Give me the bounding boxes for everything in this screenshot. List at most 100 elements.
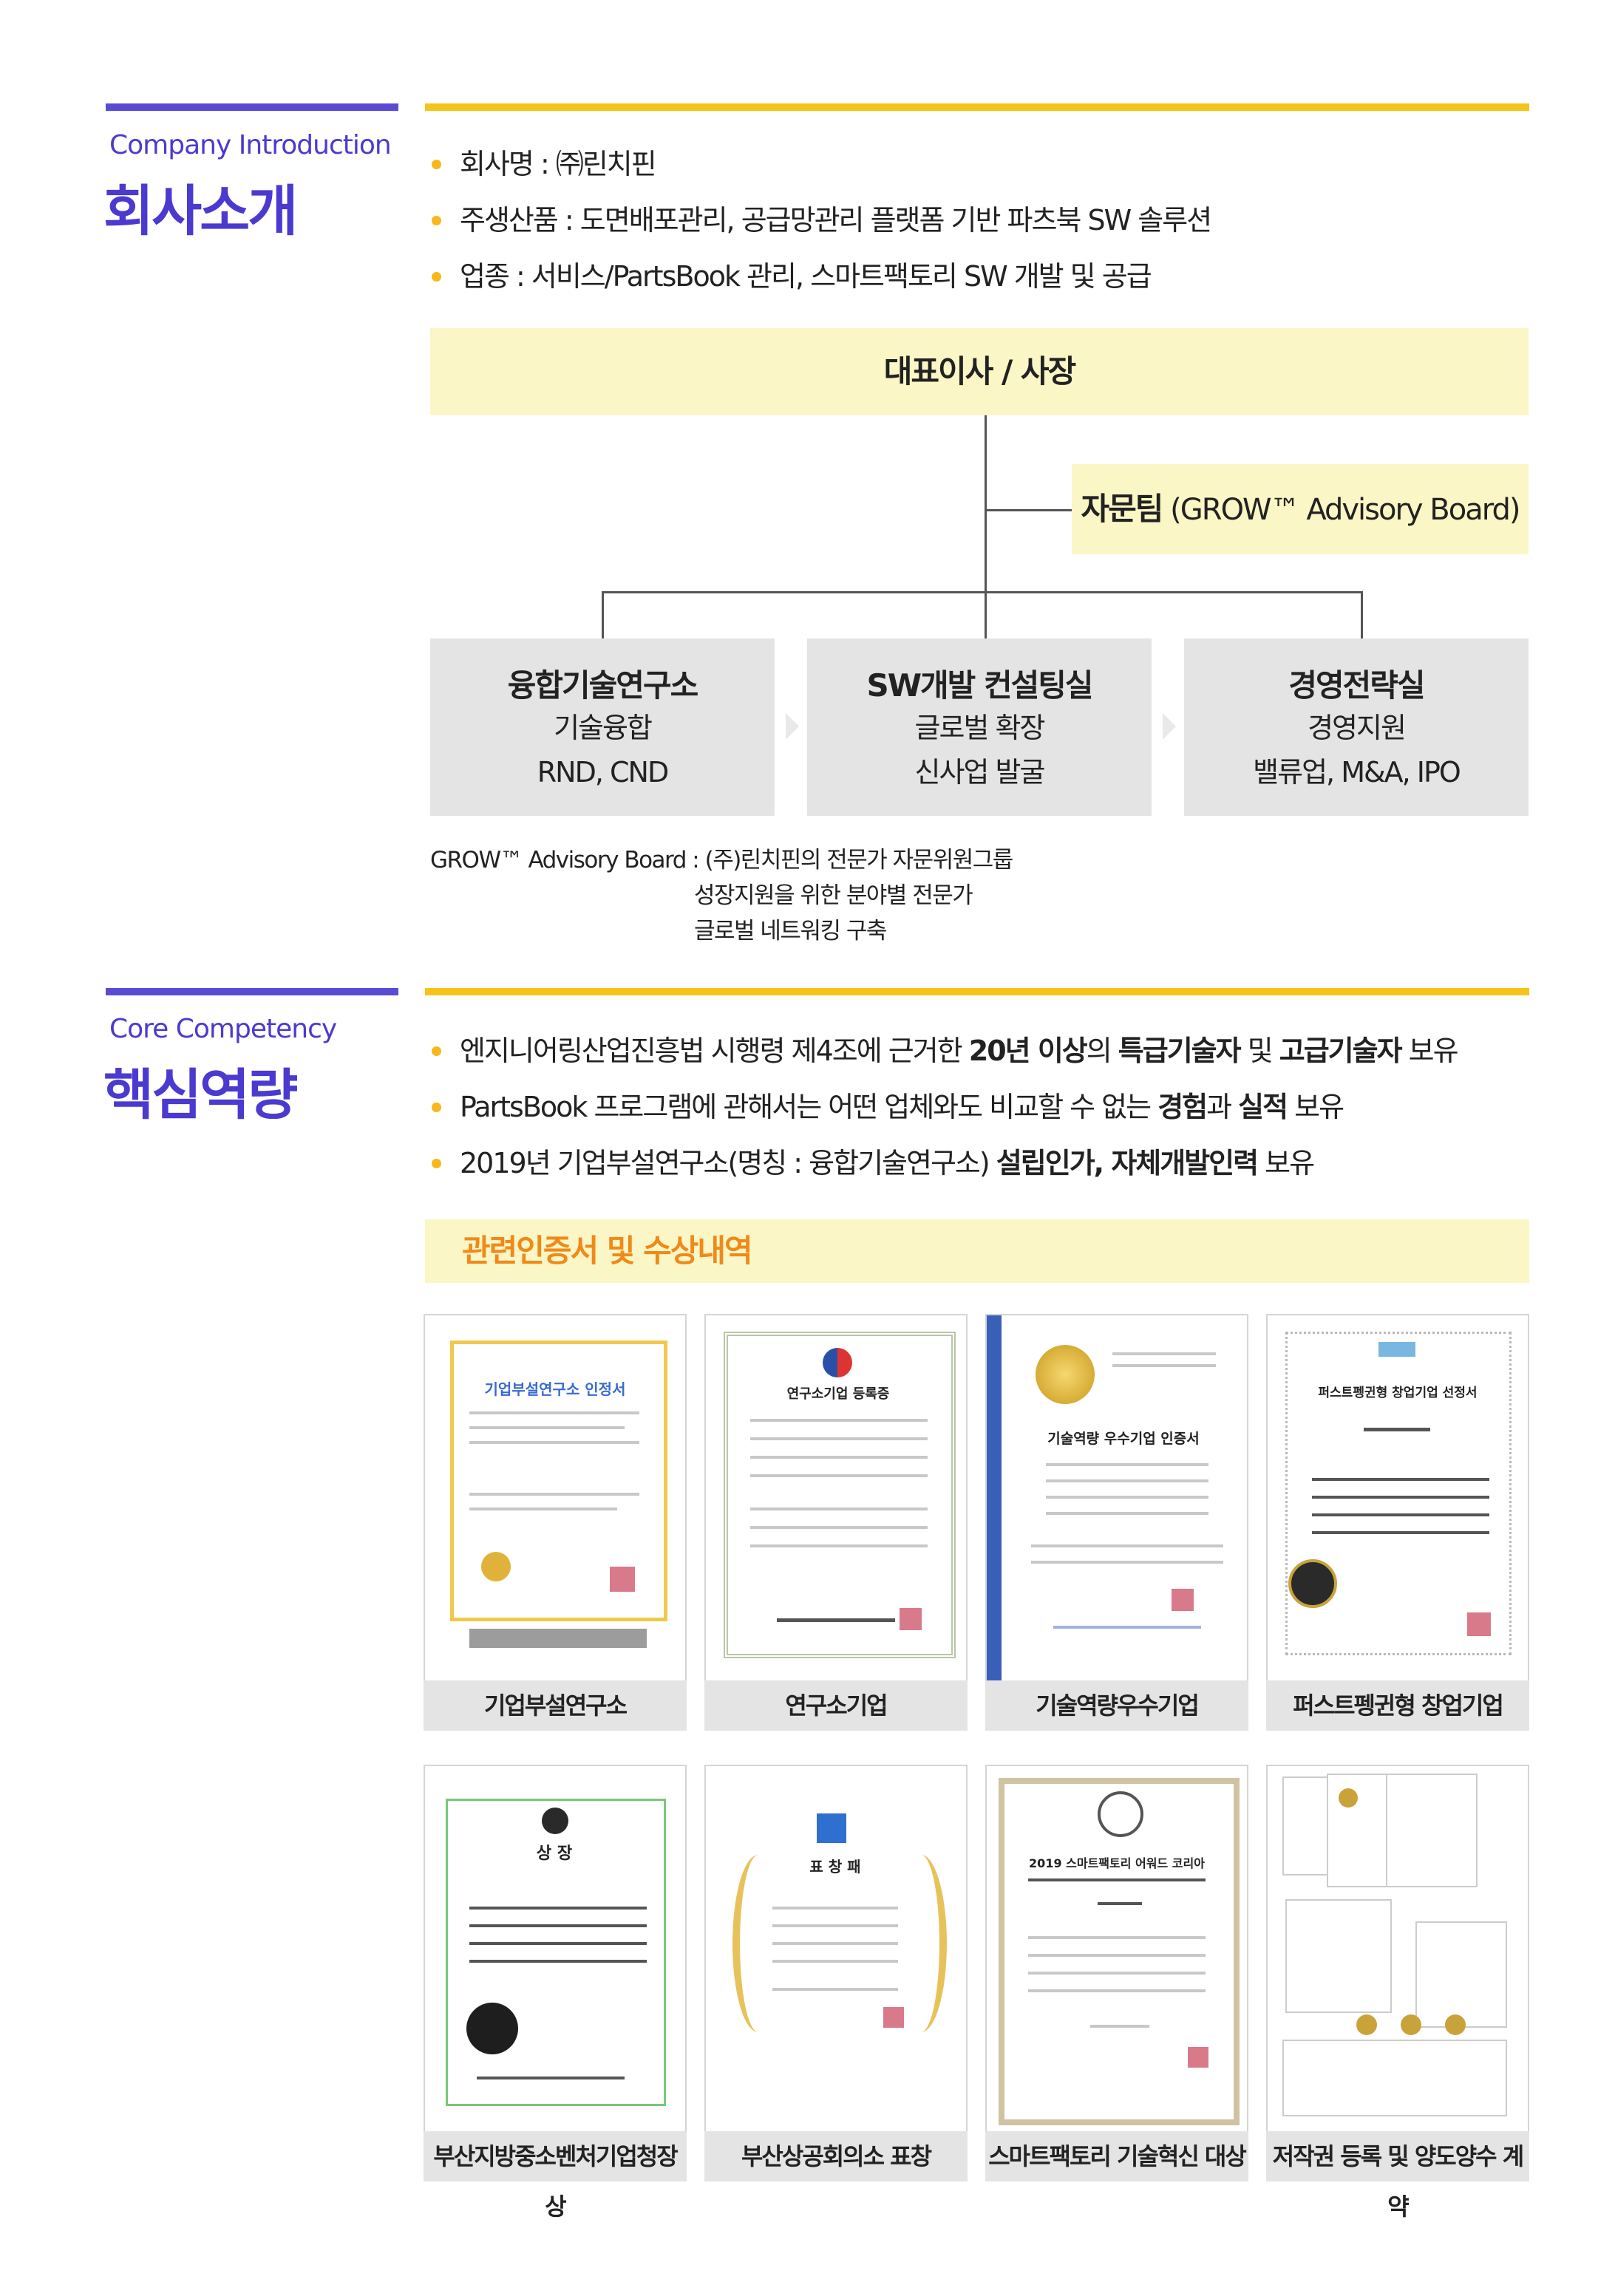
certificate-title: 퍼스트펭귄형 창업기업 선정서	[1318, 1386, 1478, 1400]
cert-caption: 퍼스트펭귄형 창업기업	[1266, 1680, 1529, 1731]
core-label-ko: 핵심역량	[103, 1063, 298, 1127]
core-bullets: 엔지니어링산업진흥법 시행령 제4조에 근거한 20년 이상의 특급기술자 및 …	[427, 1023, 1459, 1191]
advisory-note-line: 성장지원을 위한 분야별 전문가	[694, 882, 973, 909]
intro-label-bar	[106, 103, 398, 111]
certificate-title: 표 창 패	[809, 1858, 861, 1876]
barcode	[469, 1629, 647, 1648]
gold-seal-icon	[1288, 1559, 1337, 1608]
org-ceo-box: 대표이사 / 사장	[430, 328, 1529, 415]
certificate-side-band	[987, 1315, 1002, 1682]
dept-box-strategy: 경영전략실 경영지원 밸류업, M&A, IPO	[1184, 638, 1529, 816]
cert-caption: 저작권 등록 및 양도양수 계약	[1266, 2131, 1529, 2221]
intro-bullet-company-name: 회사명 : ㈜린치핀	[427, 136, 1211, 192]
intro-bullet-products: 주생산품 : 도면배포관리, 공급망관리 플랫폼 기반 파츠북 SW 솔루션	[427, 192, 1212, 248]
medal-icon	[1036, 1345, 1095, 1404]
chevron-right-icon	[1163, 713, 1176, 740]
certificate-title: 기술역량 우수기업 인증서	[1047, 1431, 1200, 1447]
cert-card-research-lab: 기업부설연구소 인정서	[424, 1314, 687, 1683]
org-advisory-bold: 자문팀	[1081, 491, 1164, 527]
cert-caption: 부산지방중소벤처기업청장상	[424, 2131, 687, 2221]
document-thumb	[1285, 1899, 1392, 2013]
dept-line: 밸류업, M&A, IPO	[1253, 756, 1461, 788]
gold-seal-icon	[1445, 2014, 1466, 2035]
stamp-icon	[900, 1608, 922, 1630]
intro-bullets: 회사명 : ㈜린치핀 주생산품 : 도면배포관리, 공급망관리 플랫폼 기반 파…	[427, 136, 1212, 304]
dept-title: 융합기술연구소	[507, 667, 698, 704]
core-bullet-engineers: 엔지니어링산업진흥법 시행령 제4조에 근거한 20년 이상의 특급기술자 및 …	[427, 1023, 1459, 1079]
cert-card-tech-capability: 기술역량 우수기업 인증서	[985, 1314, 1248, 1683]
core-label-bar	[106, 988, 398, 995]
cert-caption: 기술역량우수기업	[985, 1680, 1248, 1731]
certificate-image	[446, 1799, 666, 2106]
gold-seal-icon	[1356, 2014, 1377, 2035]
certificate-title: 2019 스마트팩토리 어워드 코리아	[1029, 1856, 1205, 1870]
certificate-title: 상 장	[536, 1844, 573, 1863]
cert-card-sme-award: 상 장	[424, 1765, 687, 2134]
stamp-icon	[1172, 1589, 1194, 1611]
dept-line: 경영지원	[1308, 712, 1407, 744]
dept-line: 신사업 발굴	[914, 756, 1046, 788]
intro-label-ko: 회사소개	[103, 180, 298, 243]
org-line-advisory	[985, 509, 1072, 511]
gold-seal-icon	[466, 2003, 518, 2054]
intro-label-en: Company Introduction	[109, 130, 392, 160]
document-thumb	[1386, 1774, 1478, 1887]
stamp-icon	[610, 1567, 635, 1592]
stamp-icon	[1467, 1612, 1491, 1636]
cert-card-smart-factory-award: 2019 스마트팩토리 어워드 코리아	[985, 1765, 1248, 2134]
org-advisory-box: 자문팀 (GROW™ Advisory Board)	[1072, 464, 1529, 554]
org-line-horizontal	[602, 591, 1362, 593]
cert-card-first-penguin: 퍼스트펭귄형 창업기업 선정서	[1266, 1314, 1529, 1683]
advisory-note-label: GROW™ Advisory Board :	[430, 847, 705, 873]
intro-divider	[425, 103, 1529, 111]
core-bullet-research-lab: 2019년 기업부설연구소(명칭 : 융합기술연구소) 설립인가, 자체개발인력…	[427, 1135, 1458, 1191]
emblem-icon	[542, 1808, 568, 1834]
cert-caption: 연구소기업	[704, 1680, 968, 1731]
org-line-vertical	[985, 415, 987, 593]
org-advisory-rest: (GROW™ Advisory Board)	[1170, 493, 1520, 527]
chamber-logo	[817, 1813, 846, 1843]
cert-card-chamber-plaque: 표 창 패	[704, 1765, 968, 2134]
dept-line: RND, CND	[537, 756, 669, 788]
chevron-right-icon	[786, 713, 799, 740]
laurel-right	[895, 1855, 947, 2032]
cert-caption: 스마트팩토리 기술혁신 대상	[985, 2131, 1248, 2181]
core-bullet-partsbook: PartsBook 프로그램에 관해서는 어떤 업체와도 비교할 수 없는 경험…	[427, 1079, 1458, 1135]
document-thumb	[1415, 1921, 1507, 2028]
intro-bullet-industry: 업종 : 서비스/PartsBook 관리, 스마트팩토리 SW 개발 및 공급	[427, 248, 1211, 304]
dept-title: 경영전략실	[1288, 667, 1425, 704]
stamp-icon	[1188, 2047, 1208, 2068]
advisory-note: GROW™ Advisory Board : (주)린치핀의 전문가 자문위원그…	[430, 842, 1013, 878]
org-line-left-drop	[602, 591, 604, 638]
certificate-title: 연구소기업 등록증	[786, 1386, 890, 1402]
org-line-right-drop	[1361, 591, 1363, 638]
dept-line: 글로벌 확장	[914, 712, 1046, 744]
gold-seal-icon	[1401, 2014, 1421, 2035]
dept-line: 기술융합	[554, 712, 653, 744]
gold-seal-icon	[1339, 1788, 1358, 1808]
advisory-note-line: (주)린치핀의 전문가 자문위원그룹	[704, 847, 1014, 873]
seal-icon	[481, 1552, 511, 1581]
document-thumb	[1282, 2040, 1507, 2116]
certificate-title: 기업부설연구소 인정서	[484, 1380, 626, 1398]
core-label-en: Core Competency	[109, 1014, 337, 1044]
dept-box-research: 융합기술연구소 기술융합 RND, CND	[430, 638, 775, 816]
org-line-mid-drop	[985, 591, 987, 638]
emblem-icon	[823, 1348, 852, 1377]
cert-card-research-company: 연구소기업 등록증	[704, 1314, 968, 1683]
org-ceo-label: 대표이사 / 사장	[883, 353, 1076, 389]
cert-caption: 기업부설연구소	[424, 1680, 687, 1731]
cert-card-copyright	[1266, 1765, 1529, 2134]
cert-caption: 부산상공회의소 표창	[704, 2131, 968, 2181]
laurel-left	[732, 1855, 784, 2032]
dept-title: SW개발 컨설팅실	[866, 667, 1093, 704]
dept-box-sw-consulting: SW개발 컨설팅실 글로벌 확장 신사업 발굴	[807, 638, 1152, 816]
kodit-logo	[1378, 1342, 1415, 1357]
cert-heading-box: 관련인증서 및 수상내역	[425, 1219, 1529, 1283]
core-divider	[425, 988, 1529, 995]
stamp-icon	[883, 2007, 904, 2028]
advisory-note-line: 글로벌 네트워킹 구축	[694, 918, 887, 944]
certificate-image	[724, 1332, 956, 1658]
cert-heading: 관련인증서 및 수상내역	[462, 1233, 753, 1269]
sfa-logo	[1098, 1791, 1143, 1837]
